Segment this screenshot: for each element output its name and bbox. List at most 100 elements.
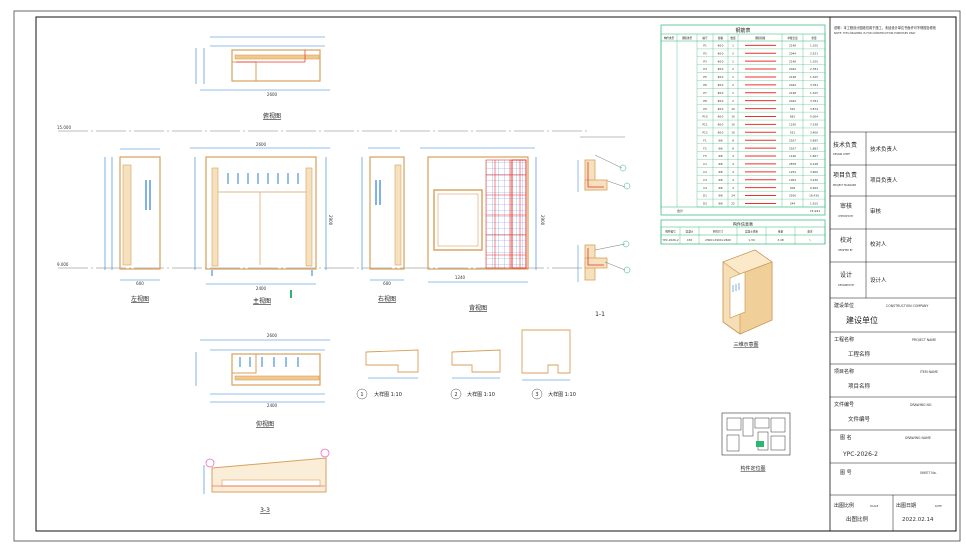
rebar-cell: F3 (703, 154, 707, 158)
rebar-table-title: 钢筋表 (735, 27, 750, 34)
rebar-cell: 509 (790, 186, 796, 190)
back-view-height: 2900 (540, 215, 545, 226)
date-label-en: DATE (935, 504, 942, 508)
scale-label: 出图比例 (834, 502, 854, 509)
rebar-cell: P12 (702, 130, 707, 134)
tech-label-en: DESIGN CHIEF (833, 153, 851, 156)
section-3-3-label: 3-3 (260, 507, 270, 514)
rebar-cell: Φ10 (718, 99, 724, 103)
sheet-label-en: SHEET No. (920, 471, 937, 475)
rebar-cell: 24 (731, 194, 735, 198)
rebar-cell: Φ10 (718, 44, 724, 48)
detail-1-num: 1 (360, 392, 363, 398)
unit-label-en: CONSTRUCTION COMPANY (886, 304, 928, 308)
rebar-cell: 2.781 (810, 67, 818, 71)
rebar-cell: 1254 (789, 170, 796, 174)
rebar-cell: 1.915 (810, 202, 818, 206)
level-lower: 9.000 (57, 262, 69, 267)
rebar-cell: 8 (732, 146, 734, 150)
rebar-total: 74.941 (810, 209, 821, 213)
iso-view: 三维示意图 (722, 249, 773, 348)
detail-2: 2 大样图 1:10 (450, 349, 501, 400)
rebar-cell: 4 (732, 178, 734, 182)
scale-value: 出图比例 (846, 515, 869, 523)
rebar-cell: 0.269 (810, 186, 818, 190)
rebar-cell: 22 (731, 202, 735, 206)
rebar-cell: 1230 (789, 123, 796, 127)
drawing-label-en: DRAWING NAME (905, 436, 931, 440)
rebar-cell: P9 (703, 107, 707, 111)
date-label: 出图日期 (896, 502, 916, 509)
detail-3-label: 大样图 1:10 (548, 391, 576, 398)
unit-label: 建设单位 (834, 302, 854, 309)
pm-label-en: PROJECT MANAGER (833, 184, 857, 187)
rebar-cell: D1 (703, 194, 707, 198)
sheet-label: 图 号 (840, 470, 852, 476)
rebar-cell: 2167 (789, 138, 796, 142)
item-value: 项目名称 (848, 382, 871, 390)
tech-value: 技术负责人 (870, 145, 898, 153)
rebar-cell: Φ10 (718, 107, 724, 111)
rebar-cell: 5.895 (810, 138, 818, 142)
rebar-cell: 1.325 (810, 59, 818, 63)
rebar-cell: 551 (790, 130, 796, 134)
rebar-cell: F2 (703, 146, 707, 150)
top-view-width: 2600 (267, 92, 278, 97)
rebar-cell: 4 (732, 154, 734, 158)
part-cell: YPC-2026-2 (662, 238, 678, 242)
rebar-cell: 1.325 (810, 75, 818, 79)
iso-view-label: 三维示意图 (733, 341, 758, 348)
rebar-cell: 10 (731, 123, 735, 127)
rebar-cell: 1.883 (810, 146, 818, 150)
rebar-header-cell: 规格 (718, 36, 724, 40)
design-label: 设计 (840, 271, 852, 279)
rebar-cell: 2 (732, 83, 734, 87)
title-note-en: NOTE: THIS DRAWING IS FOR CONSTRUCTION P… (834, 31, 916, 35)
file-value: 文件编号 (848, 415, 871, 423)
rebar-cell: C2 (703, 170, 707, 174)
rebar-cell: Φ8 (719, 170, 723, 174)
review-value: 审核 (870, 207, 882, 215)
part-cell: 2300×2900×2600 (705, 238, 731, 242)
rebar-cell: 10 (731, 130, 735, 134)
rebar-cell: 2044 (789, 99, 796, 103)
rebar-cell: 2148 (789, 91, 796, 95)
part-header-cell: 混凝土体积 (745, 230, 758, 234)
left-view: 600 左视图 (104, 148, 161, 303)
rebar-cell: C1 (703, 162, 707, 166)
rebar-cell: P4 (703, 67, 707, 71)
right-view-label: 右视图 (378, 295, 396, 303)
date-value: 2022.02.14 (902, 517, 934, 523)
rebar-cell: Φ8 (719, 146, 723, 150)
design-label-en: DESIGNED BY (838, 284, 855, 287)
part-header-cell: 外形尺寸 (713, 230, 724, 234)
rebar-cell: 681 (790, 115, 796, 119)
rebar-cell: Φ10 (718, 115, 724, 119)
rebar-cell: P6 (703, 83, 707, 87)
pm-label: 项目负责 (833, 171, 857, 179)
rebar-cell: Φ8 (719, 202, 723, 206)
item-label: 项目名称 (834, 368, 854, 375)
tech-label: 技术负责 (833, 141, 857, 149)
rebar-cell: 6.128 (810, 162, 818, 166)
rebar-cell: Φ10 (718, 123, 724, 127)
rebar-cell: 244 (790, 202, 796, 206)
rebar-header-cell: 钢筋类型 (682, 36, 693, 40)
bottom-view-label: 仰视图 (256, 420, 274, 428)
review-label-en: CHECKED BY (838, 215, 854, 218)
rebar-header-cell: 重量 (811, 36, 817, 40)
project-label-en: PROJECT NAME (912, 338, 936, 342)
rebar-cell: P3 (703, 59, 707, 63)
rebar-cell: P10 (702, 115, 707, 119)
rebar-cell: 3.230 (810, 178, 818, 182)
back-view-label: 背视图 (469, 304, 487, 312)
rebar-cell: 2148 (789, 75, 796, 79)
left-view-width: 600 (136, 281, 144, 286)
bottom-view-width: 2600 (267, 333, 278, 338)
rebar-cell: Φ8 (719, 194, 723, 198)
right-view: 600 右视图 (361, 147, 405, 303)
